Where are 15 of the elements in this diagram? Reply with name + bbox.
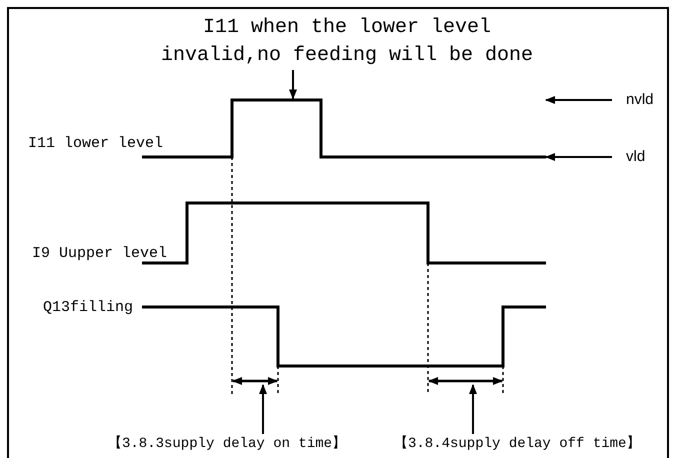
signal-label: Q13filling [43, 298, 134, 318]
dimension-line [232, 377, 278, 385]
signal-label: I9 Uupper level [32, 244, 168, 264]
timing-label: 【3.8.3supply delay on time】 [108, 434, 380, 454]
signal-label: I11 lower level [28, 134, 164, 154]
leader-arrow [259, 384, 267, 434]
leader-arrow [545, 153, 612, 161]
level-label: nvld [612, 90, 664, 110]
leader-arrow [289, 70, 297, 100]
leader-arrow [469, 384, 477, 434]
timing-label: 【3.8.4supply delay off time】 [394, 434, 670, 454]
level-label: vld [612, 147, 664, 167]
annotation-text: I11 when the lower level invalid,no feeding will be done [147, 14, 547, 70]
dimension-line [428, 377, 503, 385]
leader-arrow [545, 96, 612, 104]
